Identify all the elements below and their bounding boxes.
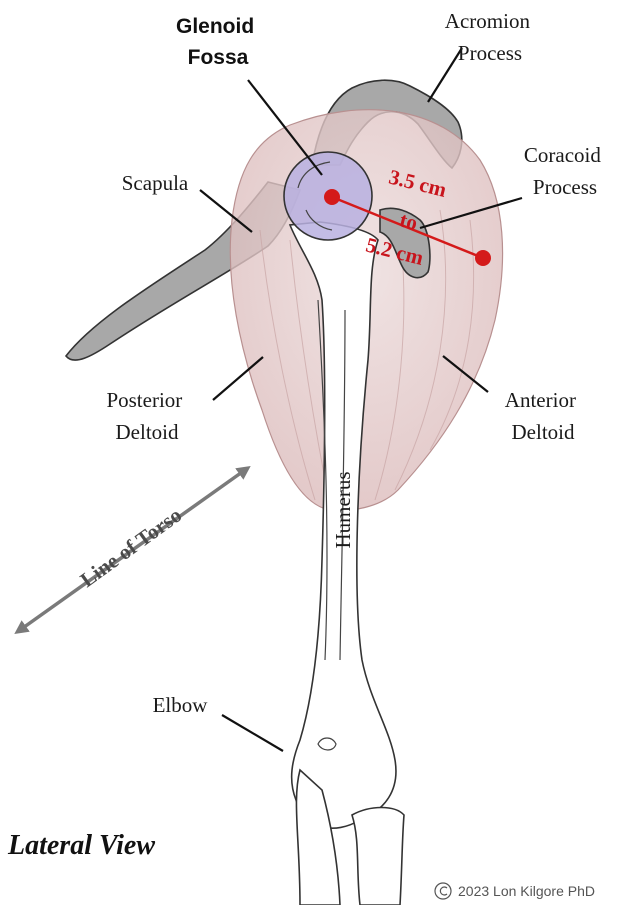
coracoid-label-line2: Process	[533, 175, 597, 199]
glenoid-label-line2: Fossa	[188, 46, 249, 69]
acromion-label-line1: Acromion	[445, 9, 531, 33]
humerus-label: Humerus	[331, 472, 355, 549]
copyright-block: 2023 Lon Kilgore PhD	[435, 883, 595, 899]
view-label: Lateral View	[7, 830, 155, 861]
anterior-label-line1: Anterior	[505, 388, 576, 412]
elbow-label: Elbow	[153, 693, 209, 717]
glenoid-label-line1: Glenoid	[176, 15, 254, 38]
anterior-label-line2: Deltoid	[512, 420, 575, 444]
glenoid-fossa-label: Glenoid Fossa	[176, 15, 260, 69]
posterior-deltoid-label: Posterior Deltoid	[106, 388, 187, 444]
copyright-text: 2023 Lon Kilgore PhD	[458, 883, 595, 899]
line-of-torso-label: Line of Torso	[76, 503, 186, 592]
elbow-leader	[222, 715, 283, 751]
acromion-process-label: Acromion Process	[445, 9, 535, 65]
anterior-deltoid-label: Anterior Deltoid	[505, 388, 581, 444]
copyright-icon	[435, 883, 451, 899]
copyright-icon-c	[440, 887, 447, 895]
coracoid-label-line1: Coracoid	[524, 143, 601, 167]
posterior-label-line2: Deltoid	[116, 420, 179, 444]
measurement-start-dot	[324, 189, 340, 205]
forearm-bones-2	[352, 808, 404, 905]
scapula-label: Scapula	[122, 171, 189, 195]
acromion-leader	[428, 48, 462, 102]
coracoid-process-label: Coracoid Process	[524, 143, 606, 199]
measurement-end-dot	[475, 250, 491, 266]
acromion-label-line2: Process	[458, 41, 522, 65]
posterior-label-line1: Posterior	[106, 388, 182, 412]
